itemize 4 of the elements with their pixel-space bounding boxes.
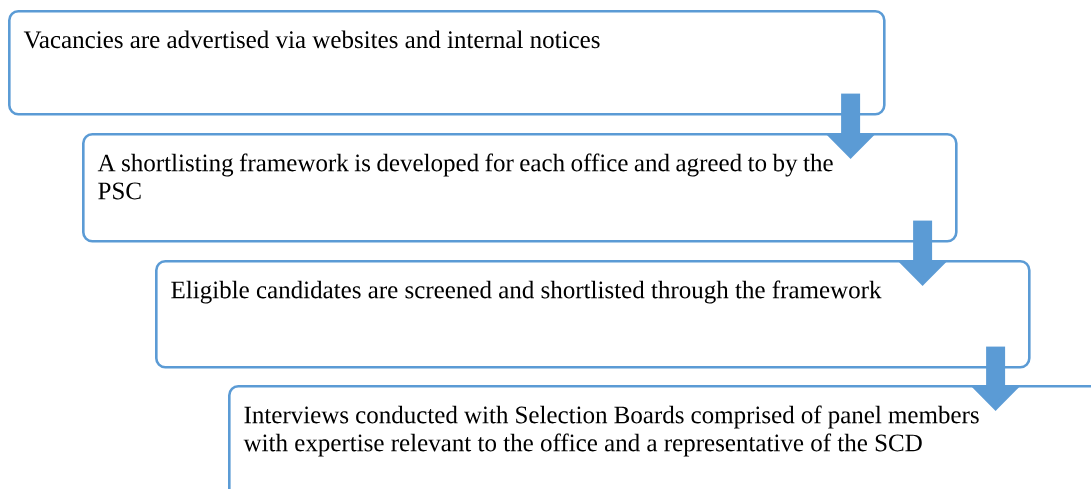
process-box: Vacancies are advertised via websites and internal notices	[8, 10, 886, 116]
process-box: A shortlisting framework is developed for each office and agreed to by the PSC	[82, 133, 958, 243]
process-box: Interviews conducted with Selection Boards comprised of panel members with expertise relevant to the office and a representative of the SCD	[228, 385, 1091, 489]
process-box: Eligible candidates are screened and shortlisted through the framework	[155, 260, 1031, 369]
